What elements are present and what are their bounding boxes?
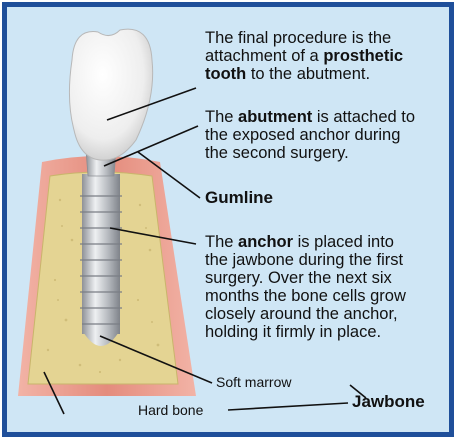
crown-caption: The final procedure is the attachment of…	[205, 29, 438, 83]
anchor-caption-post: is placed into	[298, 233, 394, 251]
abutment-caption: The abutment is attached to the exposed …	[205, 108, 440, 162]
crown-caption-line: tooth to the abutment.	[205, 65, 438, 83]
abutment-caption-line: The abutment is attached to	[205, 108, 440, 126]
abutment-caption-post: is attached to	[317, 108, 415, 126]
crown-caption-line: attachment of a prosthetic	[205, 47, 438, 65]
prosthetic-label: prosthetic	[323, 47, 403, 65]
prosthetic-tooth	[69, 29, 152, 160]
anchor-caption-line: closely around the anchor,	[205, 305, 438, 323]
crown-caption-line: The final procedure is the	[205, 29, 438, 47]
anchor-caption-line: surgery. Over the next six	[205, 269, 438, 287]
crown-caption-text: attachment of a	[205, 47, 319, 65]
tooth-label: tooth	[205, 65, 246, 83]
anchor-caption-line: holding it firmly in place.	[205, 323, 438, 341]
anchor-implant	[80, 174, 122, 346]
soft-marrow-label: Soft marrow	[216, 373, 291, 391]
hard-bone-label: Hard bone	[138, 401, 203, 419]
anchor-caption: The anchor is placed into the jawbone du…	[205, 233, 438, 341]
abutment-label: abutment	[238, 108, 312, 126]
gumline-label: Gumline	[205, 189, 273, 207]
jawbone-label: Jawbone	[352, 393, 425, 411]
abutment-caption-line: the second surgery.	[205, 144, 440, 162]
anchor-caption-pre: The	[205, 233, 233, 251]
anchor-caption-line: The anchor is placed into	[205, 233, 438, 251]
crown-caption-tail: to the abutment.	[251, 65, 370, 83]
anchor-caption-line: the jawbone during the first	[205, 251, 438, 269]
anchor-label: anchor	[238, 233, 293, 251]
abutment-caption-pre: The	[205, 108, 233, 126]
anchor-caption-line: months the bone cells grow	[205, 287, 438, 305]
abutment-caption-line: the exposed anchor during	[205, 126, 440, 144]
